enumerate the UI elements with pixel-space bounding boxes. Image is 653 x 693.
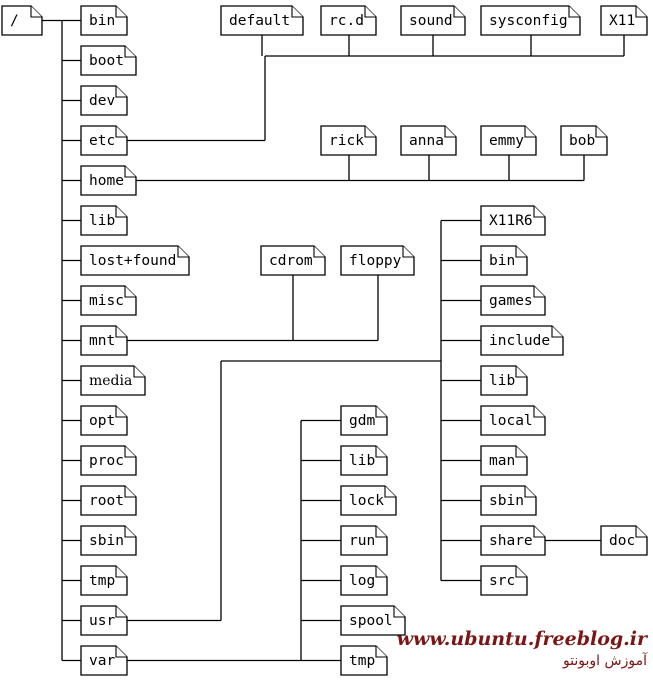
- var-lib: lib: [340, 445, 388, 476]
- dir-root-label: root: [89, 493, 124, 509]
- dir-usr: usr: [80, 605, 128, 636]
- var-spool: spool: [340, 605, 406, 636]
- var-log: log: [340, 565, 388, 596]
- dir-misc: misc: [80, 285, 137, 316]
- dir-lib-label: lib: [89, 213, 115, 229]
- dir-sbin-label: sbin: [89, 533, 124, 549]
- usr-src: src: [480, 565, 528, 596]
- usr-man: man: [480, 445, 528, 476]
- home-emmy: emmy: [480, 125, 537, 156]
- dir-opt: opt: [80, 405, 128, 436]
- dir-tmp: tmp: [80, 565, 128, 596]
- etc-x11-label: X11: [609, 13, 635, 29]
- dir-proc-label: proc: [89, 453, 124, 469]
- dir-bin: bin: [80, 5, 128, 36]
- home-anna-label: anna: [409, 133, 444, 149]
- etc-x11: X11: [600, 5, 648, 36]
- dir-var: var: [80, 645, 128, 676]
- dir-dev: dev: [80, 85, 128, 116]
- var-gdm: gdm: [340, 405, 388, 436]
- dir-media-label: media: [89, 373, 132, 389]
- var-tmp: tmp: [340, 645, 388, 676]
- var-lib-label: lib: [349, 453, 375, 469]
- var-tmp-label: tmp: [349, 653, 375, 669]
- usr-include: include: [480, 325, 564, 356]
- watermark-url: www.ubuntu.freeblog.ir: [396, 628, 647, 650]
- usr-src-label: src: [489, 573, 515, 589]
- home-rick: rick: [320, 125, 377, 156]
- usr-x11r6-label: X11R6: [489, 213, 533, 229]
- share-doc: doc: [600, 525, 648, 556]
- dir-dev-label: dev: [89, 93, 115, 109]
- dir-sbin: sbin: [80, 525, 137, 556]
- etc-sound: sound: [400, 5, 466, 36]
- usr-games: games: [480, 285, 546, 316]
- etc-default-label: default: [229, 13, 290, 29]
- dir-var-label: var: [89, 653, 115, 669]
- dir-usr-label: usr: [89, 613, 115, 629]
- var-log-label: log: [349, 573, 375, 589]
- home-emmy-label: emmy: [489, 133, 524, 149]
- var-run: run: [340, 525, 388, 556]
- dir-lib: lib: [80, 205, 128, 236]
- usr-games-label: games: [489, 293, 533, 309]
- dir-mnt-label: mnt: [89, 333, 115, 349]
- usr-local: local: [480, 405, 546, 436]
- etc-sysconfig-label: sysconfig: [489, 13, 568, 29]
- dir-proc: proc: [80, 445, 137, 476]
- etc-sysconfig: sysconfig: [480, 5, 581, 36]
- dir-lost-found: lost+found: [80, 245, 190, 276]
- home-rick-label: rick: [329, 133, 364, 149]
- mnt-floppy-label: floppy: [349, 253, 402, 269]
- usr-share: share: [480, 525, 546, 556]
- dir-lost-found-label: lost+found: [89, 253, 176, 269]
- mnt-cdrom-label: cdrom: [269, 253, 313, 269]
- mnt-floppy: floppy: [340, 245, 415, 276]
- tree-connectors: [42, 19, 625, 662]
- var-gdm-label: gdm: [349, 413, 375, 429]
- home-bob-label: bob: [569, 133, 595, 149]
- usr-bin: bin: [480, 245, 528, 276]
- dir-media: media: [80, 365, 146, 396]
- dir-mnt: mnt: [80, 325, 128, 356]
- usr-share-label: share: [489, 533, 533, 549]
- usr-man-label: man: [489, 453, 515, 469]
- usr-lib-label: lib: [489, 373, 515, 389]
- usr-local-label: local: [489, 413, 533, 429]
- etc-sound-label: sound: [409, 13, 453, 29]
- mnt-cdrom: cdrom: [260, 245, 326, 276]
- dir-etc: etc: [80, 125, 128, 156]
- dir-etc-label: etc: [89, 133, 115, 149]
- root-node: /: [1, 5, 43, 36]
- usr-sbin-label: sbin: [489, 493, 524, 509]
- usr-x11r6: X11R6: [480, 205, 546, 236]
- dir-boot-label: boot: [89, 53, 124, 69]
- dir-boot: boot: [80, 45, 137, 76]
- dir-home-label: home: [89, 173, 124, 189]
- dir-home: home: [80, 165, 137, 196]
- var-spool-label: spool: [349, 613, 393, 629]
- dir-opt-label: opt: [89, 413, 115, 429]
- dir-root: root: [80, 485, 137, 516]
- var-run-label: run: [349, 533, 375, 549]
- share-doc-label: doc: [609, 533, 635, 549]
- var-lock-label: lock: [349, 493, 384, 509]
- home-anna: anna: [400, 125, 457, 156]
- dir-bin-label: bin: [89, 13, 115, 29]
- usr-include-label: include: [489, 333, 550, 349]
- usr-lib: lib: [480, 365, 528, 396]
- etc-rc-d: rc.d: [320, 5, 377, 36]
- home-bob: bob: [560, 125, 608, 156]
- watermark-caption: آموزش اوبونتو: [562, 653, 647, 669]
- var-lock: lock: [340, 485, 397, 516]
- root-node-label: /: [10, 13, 19, 29]
- usr-bin-label: bin: [489, 253, 515, 269]
- tree-nodes: / bin boot dev etc home lib lost+found misc mnt me…: [1, 5, 648, 676]
- dir-misc-label: misc: [89, 293, 124, 309]
- etc-rc-d-label: rc.d: [329, 13, 364, 29]
- usr-sbin: sbin: [480, 485, 537, 516]
- etc-default: default: [220, 5, 304, 36]
- dir-tmp-label: tmp: [89, 573, 115, 589]
